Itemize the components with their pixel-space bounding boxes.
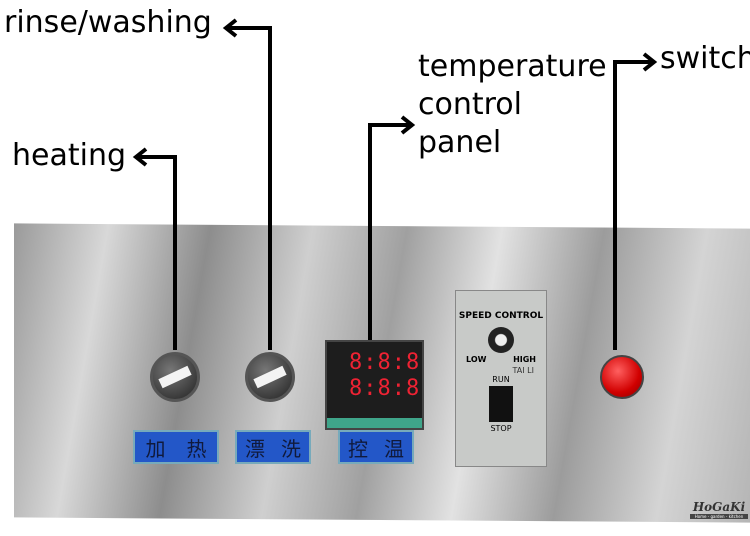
pv-display: 8:8:8 [349,350,421,375]
temp-arrow [368,123,410,345]
run-stop-switch[interactable] [489,386,513,422]
power-switch-button[interactable] [600,355,644,399]
logo: HoGaKi Home - garden - kitchen [690,500,748,519]
heating-arrow [138,155,177,350]
speed-control-title: SPEED CONTROL [458,311,544,321]
speed-dial[interactable] [488,327,514,353]
annotation-switch: switch [660,41,750,76]
switch-arrow [613,60,652,350]
heating-knob[interactable] [150,352,200,402]
rinse-knob[interactable] [245,352,295,402]
brand-label: TAI LI [512,366,534,375]
label-rinse: 漂洗 [235,430,311,464]
annotation-rinse: rinse/washing [4,5,212,40]
annotation-heating: heating [12,138,127,173]
temperature-controller[interactable]: 8:8:8 8:8:8 [325,340,424,430]
label-temp: 控温 [338,430,414,464]
rinse-arrow [228,26,272,350]
label-heating: 加热 [133,430,219,464]
sv-display: 8:8:8 [349,376,421,401]
